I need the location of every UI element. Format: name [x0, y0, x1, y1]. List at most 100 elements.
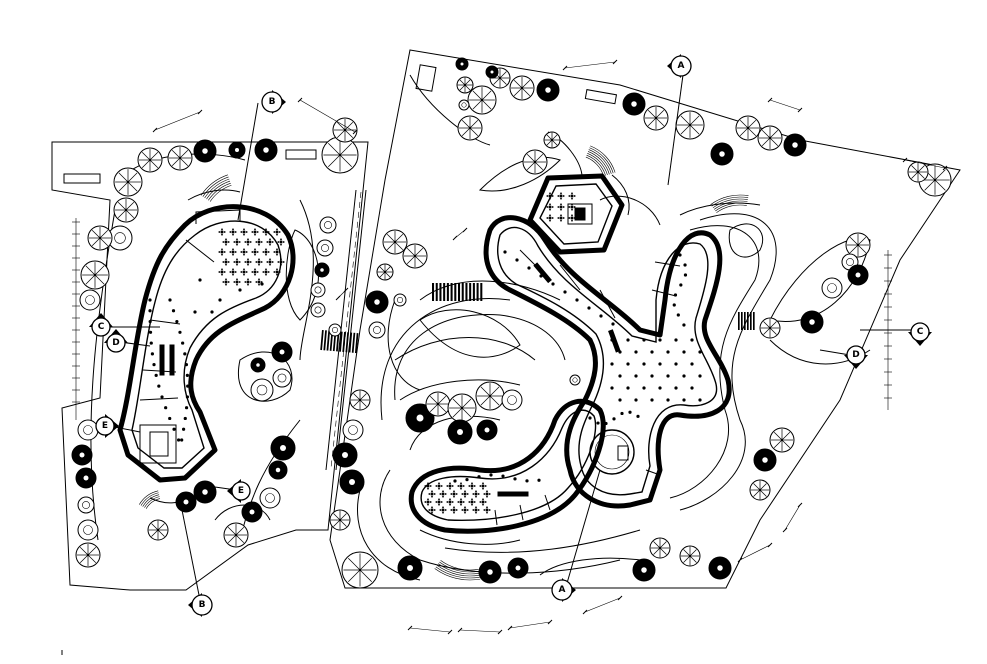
table-set — [240, 228, 248, 236]
tree-icon — [365, 290, 389, 314]
table-set — [233, 278, 241, 286]
section-marker-e-left[interactable]: E — [95, 414, 119, 438]
table-set — [428, 506, 436, 514]
table-set — [472, 490, 480, 498]
tree-icon — [800, 310, 824, 334]
column-dot — [477, 475, 481, 479]
column-dot — [185, 373, 189, 377]
table-set — [435, 498, 443, 506]
column-dot — [160, 395, 164, 399]
section-marker-c-left-label: C — [98, 322, 105, 332]
tree-icon — [402, 243, 428, 269]
table-set — [568, 214, 576, 222]
tree-icon — [749, 479, 771, 501]
section-marker-c-right[interactable]: C — [908, 322, 932, 346]
section-marker-a-bottom[interactable]: A — [551, 578, 576, 602]
tree-icon — [259, 487, 281, 509]
dimension-line — [335, 287, 349, 301]
section-marker-d-left[interactable]: D — [104, 329, 128, 353]
table-set — [468, 498, 476, 506]
section-marker-e-bottom[interactable]: E — [227, 479, 251, 503]
tree-icon — [476, 419, 498, 441]
column-dot — [679, 283, 683, 287]
tree-icon — [137, 147, 163, 173]
tree-icon — [679, 545, 701, 567]
section-marker-a-top[interactable]: A — [667, 54, 692, 78]
table-set — [450, 506, 458, 514]
column-dot — [489, 473, 493, 477]
column-dot — [636, 414, 640, 418]
column-dot — [618, 398, 622, 402]
table-set — [424, 498, 432, 506]
right-building-rotunda — [589, 429, 635, 475]
tree-icon — [509, 75, 535, 101]
dimension-lines — [72, 59, 948, 635]
column-dot — [185, 395, 190, 399]
column-dot — [658, 338, 662, 342]
dimension-line — [457, 627, 503, 635]
table-set — [461, 506, 469, 514]
left-parking-strip — [63, 173, 101, 184]
crosswalk-stripes — [738, 312, 755, 330]
tree-icon — [522, 149, 548, 175]
right-top-bench-1 — [415, 64, 437, 92]
tree-icon — [649, 537, 671, 559]
column-dot — [634, 350, 638, 354]
table-set — [251, 228, 259, 236]
table-set — [479, 482, 487, 490]
column-dot — [575, 298, 579, 302]
plaza-arcs — [380, 280, 566, 451]
column-dot — [563, 290, 567, 294]
right-building — [408, 131, 761, 545]
column-dot — [682, 350, 686, 354]
column-dot — [148, 298, 152, 302]
column-dot — [178, 330, 182, 334]
column-dot — [183, 416, 187, 421]
column-dot — [181, 341, 185, 345]
left-building-columns — [148, 278, 264, 442]
tree-icon — [847, 264, 869, 286]
section-marker-c-left[interactable]: C — [89, 313, 113, 337]
tree-icon — [425, 391, 451, 417]
column-dot — [198, 278, 202, 282]
table-set — [446, 498, 454, 506]
table-set — [439, 506, 447, 514]
left-building-outer-wall — [117, 204, 296, 483]
tree-icon — [342, 419, 364, 441]
tree-icon — [456, 76, 474, 94]
table-set — [229, 228, 237, 236]
tree-icon — [271, 341, 293, 363]
section-marker-b-bottom-label: B — [199, 600, 206, 610]
table-set — [222, 258, 230, 266]
tree-icon — [167, 145, 193, 171]
tree-icon — [319, 216, 337, 234]
table-set — [450, 490, 458, 498]
column-dot — [642, 338, 646, 342]
column-dot — [171, 309, 176, 313]
table-set — [468, 482, 476, 490]
column-dot — [682, 323, 686, 327]
column-dot — [148, 330, 153, 334]
table-set — [244, 238, 252, 246]
column-dot — [626, 338, 630, 342]
left-building — [117, 189, 296, 504]
column-dot — [620, 411, 624, 416]
table-set — [229, 268, 237, 276]
tree-icon — [321, 136, 359, 174]
tree-icon — [475, 381, 505, 411]
right-hex-pavilion — [527, 173, 625, 255]
tree-icon — [735, 115, 761, 141]
tree-icon — [241, 501, 263, 523]
column-dot — [218, 298, 222, 302]
section-marker-b-top[interactable]: B — [261, 90, 286, 114]
table-set — [568, 203, 576, 211]
dimension-line — [452, 227, 468, 241]
section-marker-b-bottom[interactable]: B — [188, 593, 213, 617]
tree-icon — [228, 141, 246, 159]
column-dot — [658, 386, 662, 390]
column-dot — [193, 310, 197, 314]
section-marker-d-right[interactable]: D — [844, 345, 868, 369]
tree-icon — [87, 225, 113, 251]
tree-icon — [314, 262, 330, 278]
table-set — [273, 228, 281, 236]
